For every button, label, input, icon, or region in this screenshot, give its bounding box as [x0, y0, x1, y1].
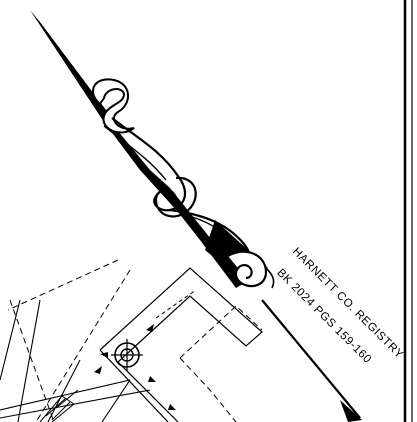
hatched-structure — [39, 389, 79, 422]
easement-dashed-3 — [9, 299, 55, 422]
easement-dashed-1 — [7, 259, 119, 311]
lot-boundary-solid-1 — [99, 267, 263, 363]
lot-boundary-solid-9 — [101, 379, 131, 422]
scroll-curl-top — [92, 78, 135, 134]
scroll-curl-bottom — [227, 250, 268, 288]
scroll-ribbon-upper-edge — [103, 125, 167, 181]
registry-stamp-corner — [340, 400, 362, 422]
page-border — [403, 0, 413, 422]
north-arrow-needle — [30, 10, 112, 122]
lot-boundary-solid-6 — [0, 379, 131, 411]
easement-dashed-2 — [35, 269, 131, 422]
registry-stamp: HARNETT CO. REGISTRY BK 2024 PGS 159-160 — [274, 246, 405, 366]
lot-line-plan — [0, 259, 263, 422]
easement-dashed-4 — [179, 305, 263, 359]
scroll-ribbon-middle-inner — [181, 213, 237, 247]
lot-boundary-solid-8 — [47, 359, 81, 422]
lot-boundary-solid-5 — [17, 299, 41, 422]
north-arrow-scroll — [30, 10, 275, 289]
registry-stamp-edge — [261, 299, 361, 419]
scroll-curl-middle — [154, 176, 197, 218]
lot-boundary-solid-7 — [0, 389, 151, 419]
survey-monument-symbol — [100, 339, 143, 371]
scroll-ribbon-bottom — [265, 267, 275, 289]
lot-boundary-solid-4 — [0, 299, 21, 381]
easement-dashed-6 — [155, 289, 197, 319]
easement-dashed-5 — [179, 357, 237, 422]
line-arrow-marks — [94, 324, 176, 410]
lot-boundary-solid-2 — [117, 361, 179, 422]
lot-boundary-solid-3 — [99, 349, 169, 422]
